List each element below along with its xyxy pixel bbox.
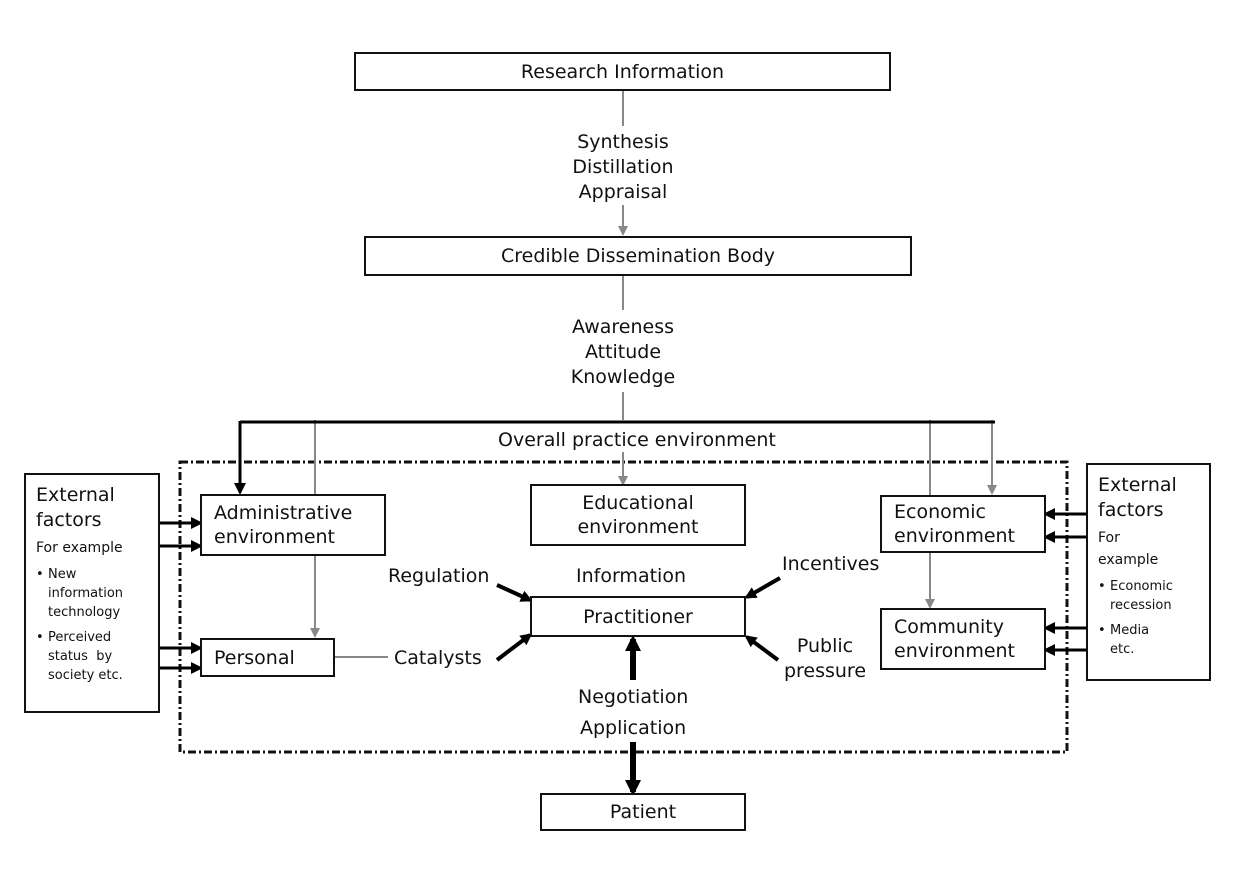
list-item: • New information technology (36, 567, 124, 620)
economic-line2: environment (894, 525, 1016, 547)
external-left-list: • New information technology • Perceived… (36, 565, 148, 685)
external-factors-left: External factors For example • New infor… (24, 473, 160, 713)
overall-practice-environment-label: Overall practice environment (498, 429, 776, 451)
research-information-label: Research Information (520, 60, 725, 83)
community-line2: environment (894, 640, 1016, 662)
step2-labels: Awareness Attitude Knowledge (530, 315, 716, 390)
list-item: • Economic recession (1098, 579, 1173, 613)
administrative-environment-box: Administrative environment (200, 494, 386, 556)
negotiation-label: Negotiation (578, 686, 689, 708)
bullet-icon: • (1098, 579, 1106, 594)
external-left-title-2: factors (36, 509, 102, 531)
synthesis-label: Synthesis (577, 131, 669, 153)
patient-box: Patient (540, 793, 746, 831)
educational-environment-box: Educational environment (530, 484, 746, 546)
external-right-list: • Economic recession • Media etc. (1098, 577, 1199, 659)
external-right-subtitle: For example (1098, 530, 1159, 568)
administrative-line2: environment (214, 526, 336, 548)
administrative-line1: Administrative (214, 502, 353, 524)
personal-box: Personal (200, 638, 335, 677)
public-pressure-label: Public pressure (778, 634, 872, 684)
economic-line1: Economic (894, 501, 986, 523)
educational-line2: environment (577, 516, 699, 538)
list-item: • Media etc. (1098, 623, 1150, 657)
bullet-icon: • (1098, 623, 1106, 638)
bullet-icon: • (36, 567, 44, 582)
information-label: Information (576, 565, 686, 587)
distillation-label: Distillation (572, 156, 674, 178)
practitioner-label: Practitioner (583, 605, 693, 628)
community-environment-box: Community environment (880, 608, 1046, 670)
external-factors-right: External factors For example • Economic … (1086, 463, 1211, 681)
patient-label: Patient (609, 801, 677, 823)
research-information-box: Research Information (354, 52, 891, 91)
external-left-title-1: External (36, 484, 115, 506)
appraisal-label: Appraisal (578, 181, 668, 203)
awareness-label: Awareness (571, 316, 675, 338)
external-right-title-1: External (1098, 474, 1177, 496)
personal-label: Personal (214, 646, 295, 669)
attitude-label: Attitude (584, 341, 662, 363)
credible-dissemination-body-box: Credible Dissemination Body (364, 236, 912, 276)
bullet-icon: • (36, 630, 44, 645)
external-right-title-2: factors (1098, 499, 1164, 521)
catalysts-label: Catalysts (394, 647, 482, 669)
list-item: • Perceived status by society etc. (36, 630, 123, 683)
credible-dissemination-label: Credible Dissemination Body (500, 245, 776, 267)
educational-line1: Educational (582, 492, 694, 514)
external-left-subtitle: For example (36, 540, 123, 556)
economic-environment-box: Economic environment (880, 495, 1046, 553)
community-line1: Community (894, 616, 1004, 638)
public-label: Public (796, 635, 854, 657)
practitioner-box: Practitioner (530, 596, 746, 637)
regulation-label: Regulation (388, 565, 490, 587)
application-label: Application (580, 717, 687, 739)
step1-labels: Synthesis Distillation Appraisal (540, 130, 706, 205)
knowledge-label: Knowledge (570, 366, 676, 388)
pressure-label: pressure (783, 660, 867, 682)
incentives-label: Incentives (782, 553, 880, 575)
